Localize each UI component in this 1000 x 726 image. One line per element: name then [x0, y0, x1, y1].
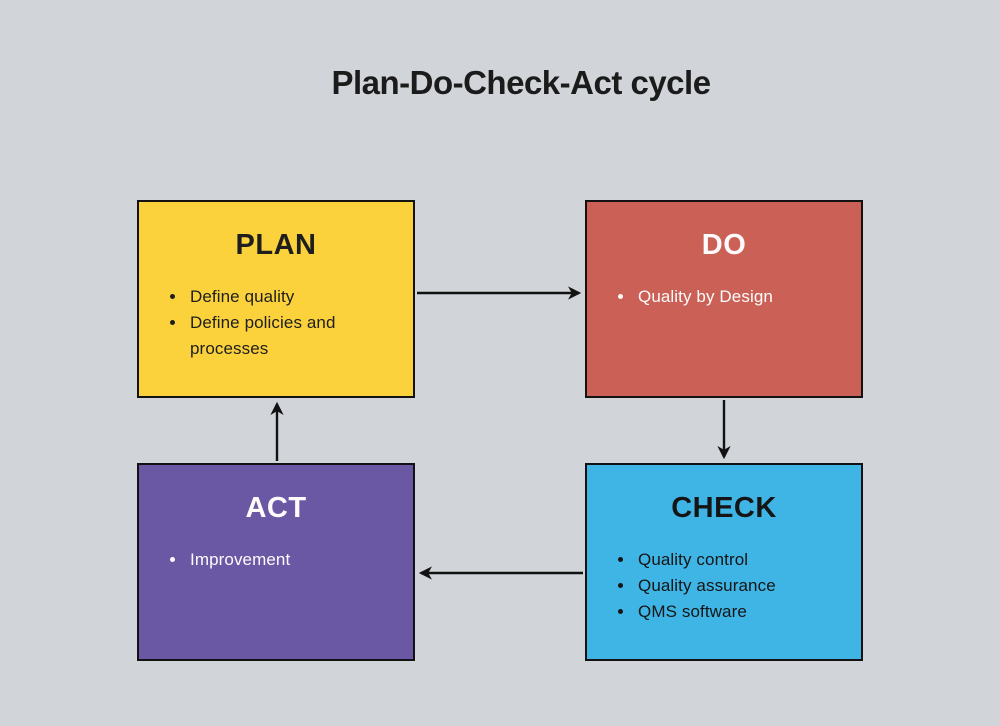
list-item: Quality by Design: [635, 284, 853, 310]
act-box-list: Improvement: [139, 547, 405, 573]
do-box-title: DO: [701, 229, 747, 261]
list-item: Improvement: [187, 547, 405, 573]
check-box: CHECK Quality control Quality assurance …: [585, 463, 863, 661]
page-title: Plan-Do-Check-Act cycle: [331, 64, 711, 101]
act-box-title: ACT: [245, 492, 307, 524]
list-item: Define quality: [187, 284, 405, 310]
check-box-title: CHECK: [671, 492, 777, 524]
list-item: QMS software: [635, 599, 853, 625]
list-item: Quality control: [635, 547, 853, 573]
list-item: Quality assurance: [635, 573, 853, 599]
list-item: Define policies and processes: [187, 310, 405, 362]
check-box-list: Quality control Quality assurance QMS so…: [587, 547, 853, 625]
plan-box-title: PLAN: [235, 229, 317, 261]
do-box: DO Quality by Design: [585, 200, 863, 398]
plan-box: PLAN Define quality Define policies and …: [137, 200, 415, 398]
act-box: ACT Improvement: [137, 463, 415, 661]
do-box-list: Quality by Design: [587, 284, 853, 310]
plan-box-list: Define quality Define policies and proce…: [139, 284, 405, 362]
